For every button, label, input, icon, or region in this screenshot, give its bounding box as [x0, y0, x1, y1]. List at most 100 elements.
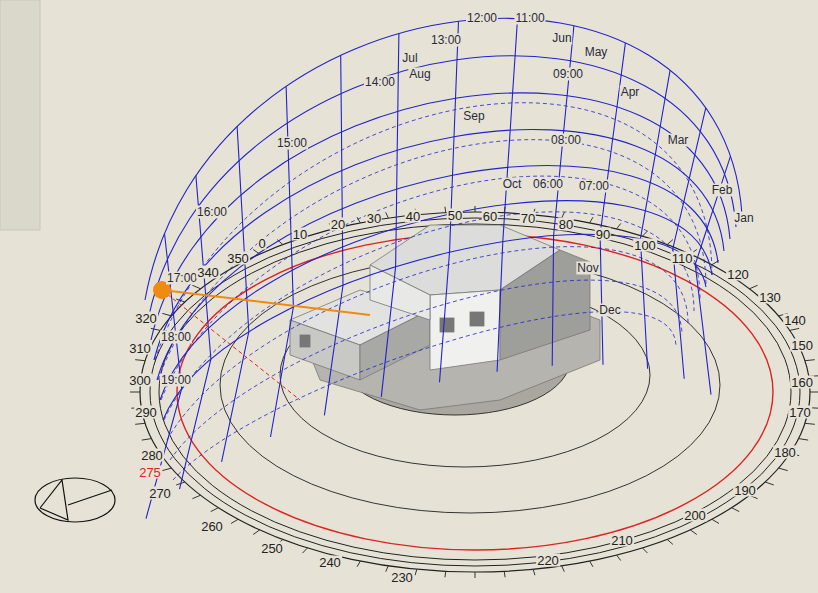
sun-path-label: Jan: [733, 212, 754, 225]
tick: [533, 569, 535, 575]
hour-line: [324, 55, 343, 415]
hour-line: [222, 127, 249, 462]
tick: [617, 223, 621, 229]
azimuth-label: 180: [773, 446, 797, 459]
sun-path-label: 13:00: [430, 34, 462, 47]
tick: [386, 212, 389, 218]
hour-line: [440, 21, 459, 382]
azimuth-label: 340: [196, 266, 220, 279]
sun-path-label: Apr: [620, 86, 641, 99]
azimuth-label: 110: [671, 252, 694, 265]
azimuth-label: 200: [683, 509, 707, 522]
tick: [303, 548, 308, 553]
azimuth-label: 290: [134, 406, 158, 419]
tick: [643, 231, 648, 236]
tick: [712, 519, 719, 523]
sun-path-label: Mar: [667, 134, 690, 147]
tick: [590, 217, 593, 223]
azimuth-label: 250: [260, 542, 284, 555]
sun-path-label: 19:00: [160, 374, 192, 387]
tick: [475, 572, 476, 578]
sun-path-label: 18:00: [160, 331, 192, 344]
tick: [765, 482, 774, 485]
sun-path-label: Feb: [711, 184, 734, 197]
sun-path-label: 11:00: [514, 12, 545, 25]
azimuth-label: 150: [790, 339, 814, 352]
tick: [130, 392, 140, 393]
hour-line: [673, 108, 706, 379]
sun-path-label: Jul: [401, 52, 418, 65]
tick: [779, 468, 788, 471]
sun-path-label: Dec: [598, 304, 621, 317]
tick: [504, 571, 506, 577]
month-arc: [145, 18, 742, 300]
sun-path-label: 06:00: [532, 178, 564, 191]
azimuth-label: 260: [200, 520, 224, 533]
azimuth-label: 100: [633, 239, 657, 252]
azimuth-label: 230: [390, 571, 414, 584]
hour-line: [497, 19, 517, 372]
month-arc-back: [173, 312, 676, 480]
tick: [799, 439, 809, 441]
azimuth-label: 90: [595, 228, 611, 241]
sun-path-label: 09:00: [552, 68, 584, 81]
ground-rings: [140, 212, 810, 572]
tick: [192, 495, 200, 499]
sun-path-label: Nov: [576, 262, 599, 275]
tick: [253, 530, 260, 535]
tick: [357, 561, 360, 567]
azimuth-label: 40: [405, 210, 421, 223]
azimuth-label: 30: [366, 212, 382, 225]
ticks: [130, 206, 818, 578]
tick: [810, 392, 818, 393]
tick: [562, 566, 565, 572]
tick: [805, 423, 815, 424]
azimuth-label: 170: [788, 406, 812, 419]
sun-path-label: 07:00: [578, 180, 610, 193]
azimuth-label: 210: [610, 534, 634, 547]
sun-path-label: 16:00: [196, 206, 228, 219]
tick: [444, 571, 446, 577]
sun-path-label: 17:00: [166, 272, 198, 285]
tick: [135, 360, 145, 361]
azimuth-label: 350: [226, 252, 250, 265]
azimuth-label: 50: [447, 209, 463, 222]
azimuth-label: 60: [482, 210, 498, 223]
azimuth-label: 300: [128, 374, 152, 387]
tick: [643, 548, 648, 553]
tick: [135, 423, 145, 424]
sun-path-label: 14:00: [364, 76, 396, 89]
azimuth-label: 120: [726, 268, 750, 281]
month-arc-back: [170, 280, 682, 460]
sun-path-label: Jun: [551, 32, 572, 45]
tick: [790, 328, 799, 330]
sun-path-label: Aug: [408, 68, 431, 81]
azimuth-label: 140: [783, 314, 807, 327]
month-arc: [148, 56, 736, 320]
azimuth-label: 80: [558, 218, 574, 231]
tick: [142, 439, 152, 441]
tick: [805, 360, 815, 361]
sun-path-label: Sep: [462, 110, 485, 123]
azimuth-label: 320: [134, 312, 158, 325]
azimuth-label: 190: [733, 484, 757, 497]
month-arc: [163, 234, 706, 420]
sun-ray: [162, 290, 370, 315]
compass-icon: [35, 478, 115, 522]
azimuth-label: 20: [330, 218, 346, 231]
tick: [667, 240, 673, 245]
tick: [415, 569, 417, 575]
azimuth-label: 270: [148, 487, 172, 500]
azimuth-label: 240: [318, 556, 342, 569]
side-panel: [0, 0, 40, 230]
tick: [211, 508, 219, 512]
sun-path-label: 15:00: [276, 137, 308, 150]
azimuth-label: 220: [536, 554, 560, 567]
tick: [162, 468, 171, 471]
azimuth-label: 275: [138, 466, 162, 479]
tick: [162, 313, 171, 316]
hour-line: [640, 70, 670, 369]
azimuth-label: 70: [520, 212, 536, 225]
sun-path-label: May: [584, 46, 609, 59]
